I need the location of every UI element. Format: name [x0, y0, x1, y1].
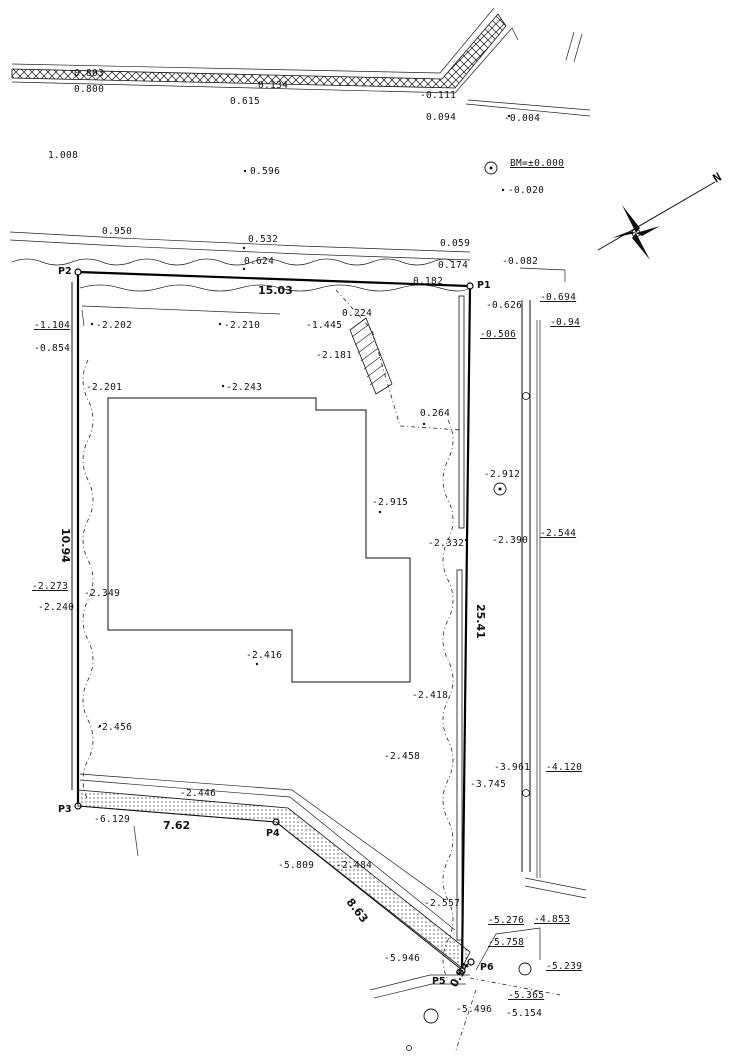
elevation-label: -3.961	[494, 762, 530, 773]
upper-road-edges	[9, 231, 566, 282]
benchmark-label: BM=±0.000	[510, 158, 564, 169]
elevation-label: -2.418	[412, 690, 448, 701]
point-p6: P6	[480, 962, 494, 973]
elevation-label: -4.853	[534, 914, 570, 925]
elevation-label: 0.950	[102, 226, 132, 237]
elevation-label: -2.273	[32, 581, 68, 592]
elevation-label: -2.202	[96, 320, 132, 331]
elevation-label: -0.854	[34, 343, 70, 354]
elevation-label: -5.365	[508, 990, 544, 1001]
elevation-label: -2.240	[38, 602, 74, 613]
elevation-label: 0.224	[342, 308, 372, 319]
point-p4: P4	[266, 828, 280, 839]
elevation-label: 0.182	[413, 276, 443, 287]
elevation-label: -2.912	[484, 469, 520, 480]
elevation-label: -0.94	[550, 317, 580, 328]
elevation-label: -2.915	[372, 497, 408, 508]
elevation-label: 0.094	[426, 112, 456, 123]
elevation-label: -6.129	[94, 814, 130, 825]
elevation-label: -2.456	[96, 722, 132, 733]
elevation-label: 0.134	[258, 80, 288, 91]
fence-post-marks	[133, 825, 139, 857]
point-p5: P5	[432, 976, 446, 987]
elevation-label: -0.694	[540, 292, 576, 303]
elevation-label: 0.174	[438, 260, 468, 271]
elevation-label: -5.154	[506, 1008, 542, 1019]
right-side-walls	[442, 295, 587, 981]
elevation-label: -2.332	[428, 538, 464, 549]
top-retaining-wall	[11, 7, 591, 117]
elevation-label: -2.390	[492, 535, 528, 546]
elevation-label: -1.445	[306, 320, 342, 331]
elevation-label: 0.596	[250, 166, 280, 177]
elevation-label: -2.181	[316, 350, 352, 361]
elevation-label: -5.946	[384, 953, 420, 964]
bottom-right-lines	[369, 927, 561, 1051]
hedge-top	[79, 284, 471, 327]
elevation-label: -2.458	[384, 751, 420, 762]
elevation-label: -0.506	[480, 329, 516, 340]
elevation-label: -5.276	[488, 915, 524, 926]
elevation-label: -2.446	[180, 788, 216, 799]
manholes	[406, 482, 532, 1051]
point-p2: P2	[58, 266, 72, 277]
building-footprint	[107, 397, 411, 683]
elevation-label: -2.243	[226, 382, 262, 393]
elevation-label: -0.626	[486, 300, 522, 311]
benchmark-marker: BM=±0.000	[484, 158, 564, 175]
point-p3: P3	[58, 804, 72, 815]
elevation-label: -5.239	[546, 961, 582, 972]
elevation-labels: 0.803 0.800 0.134 0.615 -0.111 0.094 -0.…	[32, 68, 582, 1019]
dim-top: 15.03	[258, 284, 293, 297]
elevation-label: -0.004	[504, 113, 540, 124]
elevation-label: -0.082	[502, 256, 538, 267]
survey-dots	[90, 114, 511, 728]
elevation-label: -5.809	[278, 860, 314, 871]
elevation-label: -3.745	[470, 779, 506, 790]
elevation-label: 1.008	[48, 150, 78, 161]
staircase	[335, 289, 463, 431]
elevation-label: -2.416	[246, 650, 282, 661]
north-arrow: N	[597, 170, 724, 260]
point-p1: P1	[477, 280, 491, 291]
elevation-label: -2.201	[86, 382, 122, 393]
elevation-label: 0.059	[440, 238, 470, 249]
dim-left: 10.94	[59, 528, 72, 563]
elevation-label: -1.104	[34, 320, 70, 331]
elevation-label: 0.800	[74, 84, 104, 95]
elevation-label: -2.557	[424, 898, 460, 909]
elevation-label: -0.020	[508, 185, 544, 196]
dim-right: 25.41	[474, 604, 487, 639]
dim-diagonal: 8.63	[344, 896, 371, 925]
elevation-label: 0.803	[74, 68, 104, 79]
elevation-label: -5.496	[456, 1004, 492, 1015]
elevation-label: -5.758	[488, 937, 524, 948]
left-side-wall	[71, 282, 94, 801]
elevation-label: -4.120	[546, 762, 582, 773]
elevation-label: -0.111	[420, 90, 456, 101]
dim-bottom: 7.62	[163, 819, 190, 832]
elevation-label: 0.615	[230, 96, 260, 107]
elevation-label: -2.349	[84, 588, 120, 599]
site-boundary	[74, 268, 475, 975]
elevation-label: 0.532	[248, 234, 278, 245]
elevation-label: 0.624	[244, 256, 274, 267]
elevation-label: 0.264	[420, 408, 450, 419]
elevation-label: -2.484	[336, 860, 372, 871]
elevation-label: -2.544	[540, 528, 576, 539]
elevation-label: -2.210	[224, 320, 260, 331]
bottom-dotted-strip	[77, 773, 471, 969]
